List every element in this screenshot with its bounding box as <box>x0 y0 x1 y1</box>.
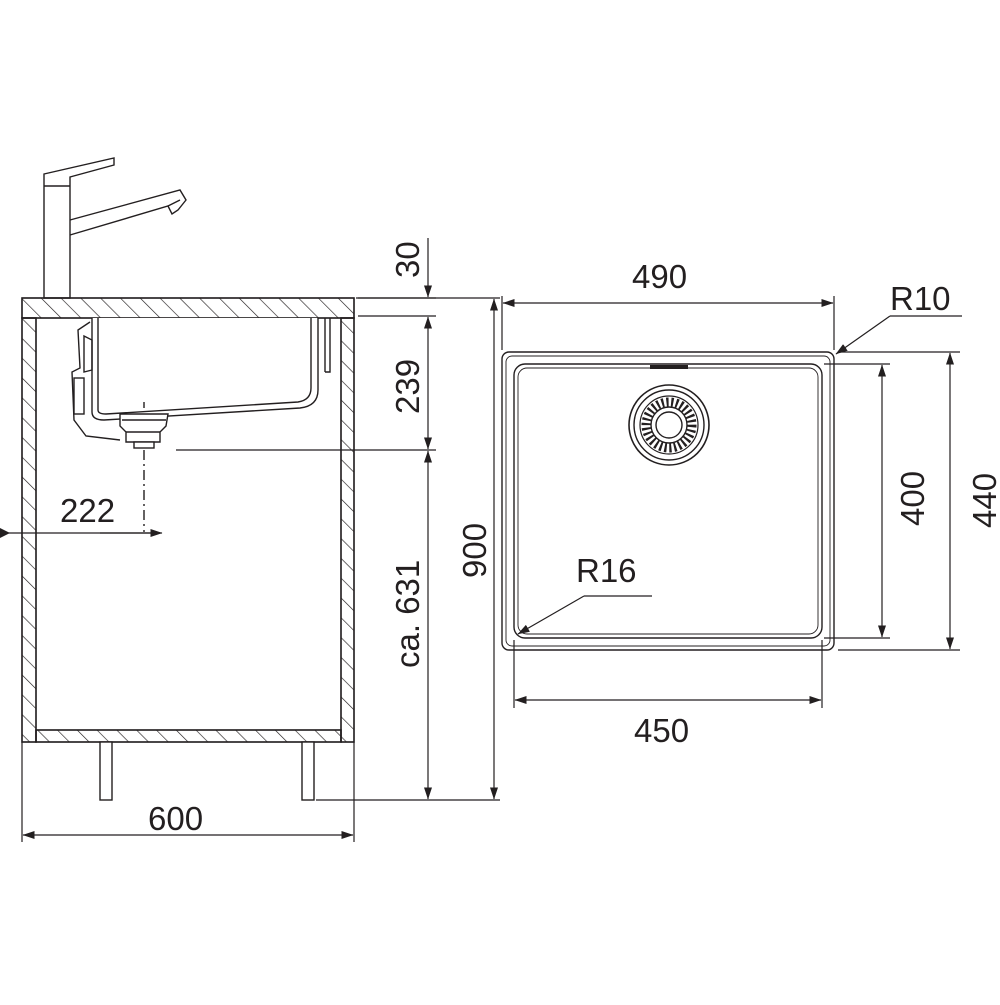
countertop <box>21 297 355 319</box>
drain-strainer-icon <box>628 384 710 466</box>
dim-inner-depth: 400 <box>894 471 931 526</box>
sink-bowl <box>91 318 331 421</box>
overflow-slot-icon <box>650 365 688 369</box>
dim-drain-to-floor: ca. 631 <box>389 560 426 668</box>
dim-inner-width: 450 <box>634 712 689 749</box>
dim-bowl-depth: 239 <box>389 359 426 414</box>
dim-cabinet-height: 900 <box>456 523 493 578</box>
drain-assembly-icon <box>71 321 169 449</box>
cabinet-left-wall <box>21 317 37 743</box>
dim-cabinet-width: 600 <box>148 800 203 837</box>
dim-drain-offset: 222 <box>60 492 115 529</box>
cabinet-foot-left <box>99 741 113 801</box>
cabinet-bottom <box>35 729 342 743</box>
dim-outer-radius: R10 <box>890 280 951 317</box>
cabinet-foot-right <box>301 741 315 801</box>
dim-outer-width: 490 <box>632 258 687 295</box>
dim-inner-radius: R16 <box>576 552 637 589</box>
dim-outer-depth: 440 <box>966 473 1000 528</box>
sink-outer-rim <box>501 351 835 651</box>
sink-inner-bowl <box>513 363 823 639</box>
top-view-dimensions <box>501 296 962 708</box>
top-view <box>501 351 835 651</box>
dim-counter-thickness: 30 <box>389 241 426 278</box>
faucet-icon <box>43 157 187 299</box>
cabinet-right-wall <box>340 317 355 743</box>
side-view <box>21 157 355 801</box>
side-view-dimensions <box>0 238 500 842</box>
